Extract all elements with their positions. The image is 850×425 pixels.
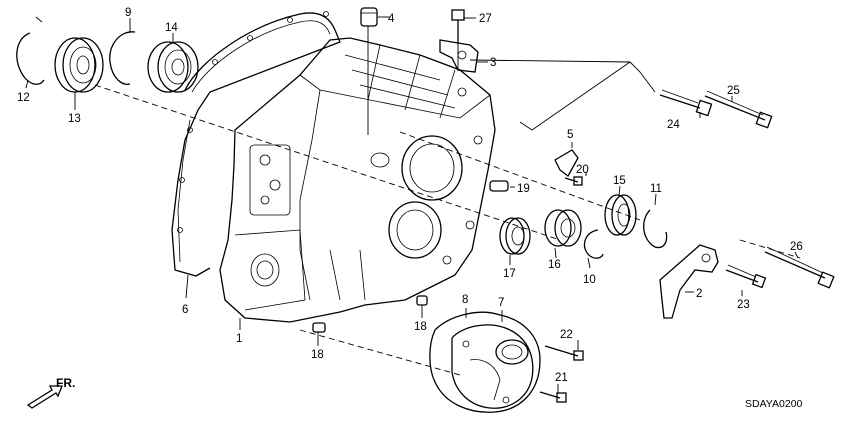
bolt-25 [704, 90, 773, 129]
bearing-16 [544, 209, 582, 247]
callout-15: 15 [613, 175, 626, 187]
callout-20: 20 [576, 164, 589, 176]
callout-24: 24 [667, 119, 680, 131]
transmission-housing [219, 37, 496, 323]
callout-3: 3 [490, 57, 496, 69]
gasket-inner-edge [177, 20, 331, 263]
dowel-18-upper [416, 295, 428, 306]
leader-bolt-bracket [469, 59, 656, 131]
axis-line-bolt26 [739, 239, 801, 259]
callout-25: 25 [727, 85, 740, 97]
leader-lines [25, 16, 799, 394]
callout-26: 26 [790, 241, 803, 253]
bracket-3-hole [457, 50, 467, 60]
front-direction-arrow [26, 385, 63, 409]
bearing-14 [147, 41, 199, 93]
dowel-19 [489, 180, 509, 192]
bolt-27 [451, 9, 465, 44]
callout-9: 9 [125, 7, 131, 19]
snap-ring-11 [643, 209, 668, 249]
bracket-2-hole [701, 253, 711, 263]
callout-11: 11 [650, 183, 662, 195]
bracket-2 [659, 244, 719, 319]
bolt-26 [764, 246, 835, 289]
callout-19: 19 [517, 183, 530, 195]
bearing-15 [604, 194, 637, 236]
bolt-24 [659, 89, 713, 117]
gasket-outline [171, 12, 341, 277]
snap-ring-12 [16, 32, 45, 85]
callout-16: 16 [548, 259, 561, 271]
callout-18-lower: 18 [311, 349, 324, 361]
callout-7: 7 [498, 297, 504, 309]
callout-8: 8 [462, 294, 468, 306]
callout-6: 6 [182, 304, 188, 316]
front-direction-label: FR. [56, 376, 75, 390]
callout-14: 14 [165, 22, 178, 34]
dowel-18-lower [312, 322, 326, 333]
callout-4: 4 [388, 13, 395, 25]
axis-line-lower [299, 329, 461, 376]
snap-ring-9 [109, 31, 136, 85]
axis-line-right [399, 131, 641, 221]
callout-23: 23 [737, 299, 750, 311]
gasket-8 [429, 311, 541, 413]
callout-10: 10 [583, 274, 596, 286]
callout-12: 12 [17, 92, 30, 104]
callout-17: 17 [503, 268, 516, 280]
diagram-code: SDAYA0200 [745, 398, 803, 410]
callout-1: 1 [236, 333, 242, 345]
cap-4 [360, 7, 378, 27]
cover-7 [451, 324, 534, 409]
callout-numbers: 1 2 3 4 5 6 7 8 9 10 11 12 13 14 15 16 1… [17, 7, 803, 384]
seal-17 [499, 217, 531, 255]
callout-21: 21 [555, 372, 568, 384]
snap-ring-10 [583, 229, 604, 259]
callout-13: 13 [68, 113, 81, 125]
callout-18-upper: 18 [414, 321, 427, 333]
callout-2: 2 [696, 288, 702, 300]
bolt-22 [544, 345, 584, 361]
callout-22: 22 [560, 329, 573, 341]
bearing-13 [54, 37, 104, 93]
callout-5: 5 [567, 129, 573, 141]
bracket-3 [439, 39, 479, 73]
bolt-23 [725, 264, 767, 289]
bolt-21 [539, 391, 567, 403]
bolt-20 [564, 176, 583, 186]
axis-line-upper [94, 84, 561, 241]
bracket-5 [554, 149, 579, 177]
callout-27: 27 [479, 13, 492, 25]
gasket-bolt-holes [177, 11, 329, 233]
